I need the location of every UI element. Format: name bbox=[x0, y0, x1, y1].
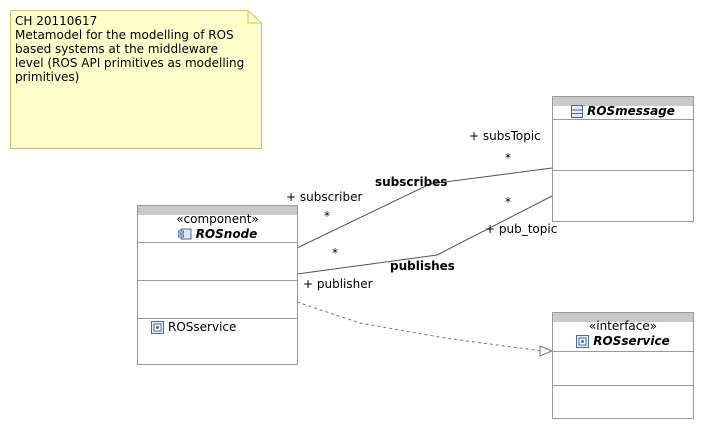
subscriber-multiplicity: * bbox=[324, 209, 330, 223]
note[interactable]: CH 20110617 Metamodel for the modelling … bbox=[10, 10, 262, 149]
operations-divider bbox=[553, 170, 693, 171]
rosnode-stereotype: «component» bbox=[176, 212, 259, 226]
operations-divider bbox=[138, 280, 297, 281]
subscribes-association-line[interactable] bbox=[296, 167, 553, 249]
realization-line[interactable] bbox=[296, 301, 543, 352]
pub-topic-role-label: + pub_topic bbox=[485, 222, 558, 236]
publisher-role-label: + publisher bbox=[303, 277, 373, 291]
rosmessage-class[interactable]: ROSmessage bbox=[552, 96, 694, 222]
interface-icon bbox=[576, 334, 590, 348]
rosmessage-name: ROSmessage bbox=[587, 104, 675, 118]
rosnode-interface-row[interactable]: ROSservice bbox=[151, 320, 236, 334]
class-header bbox=[138, 206, 297, 215]
substopic-role-label: + subsTopic bbox=[469, 129, 541, 143]
attributes-divider bbox=[553, 119, 693, 120]
pub-topic-multiplicity: * bbox=[505, 195, 511, 209]
realization-arrowhead bbox=[539, 345, 554, 357]
class-icon bbox=[571, 104, 584, 118]
rosnode-name: ROSnode bbox=[195, 227, 258, 241]
operations-divider bbox=[553, 385, 693, 386]
attributes-divider bbox=[138, 242, 297, 243]
note-text: CH 20110617 Metamodel for the modelling … bbox=[15, 14, 245, 84]
subscriber-role-label: + subscriber bbox=[286, 190, 363, 204]
rosnode-interface-label: ROSservice bbox=[168, 320, 237, 334]
provided-divider bbox=[138, 318, 297, 319]
rosservice-title: ROSservice bbox=[553, 333, 693, 349]
publishes-label: publishes bbox=[390, 259, 455, 273]
component-icon bbox=[177, 228, 192, 240]
publisher-multiplicity: * bbox=[332, 246, 338, 260]
attributes-divider bbox=[553, 351, 693, 352]
rosnode-title: ROSnode bbox=[138, 226, 297, 242]
publishes-association-line[interactable] bbox=[296, 195, 553, 275]
interface-icon bbox=[151, 320, 164, 334]
rosmessage-title: ROSmessage bbox=[553, 103, 693, 119]
class-header bbox=[553, 97, 693, 106]
rosservice-stereotype: «interface» bbox=[588, 319, 658, 333]
subscribes-label: subscribes bbox=[375, 175, 448, 189]
substopic-multiplicity: * bbox=[505, 151, 511, 165]
note-shape bbox=[10, 10, 262, 149]
rosservice-interface[interactable]: «interface» ROSservice bbox=[552, 312, 694, 419]
rosnode-class[interactable]: «component» ROSnode ROSservice bbox=[137, 205, 298, 365]
rosservice-name: ROSservice bbox=[593, 334, 670, 348]
class-header bbox=[553, 313, 693, 322]
